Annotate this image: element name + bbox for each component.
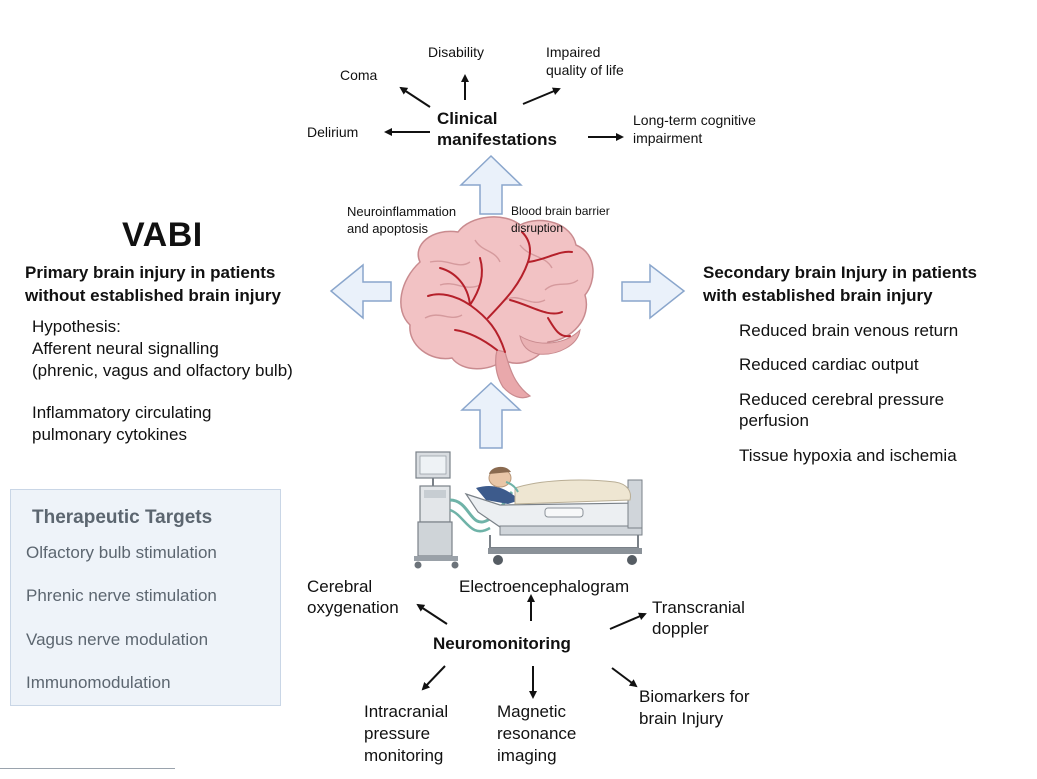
- arrow-to-tcd: [609, 612, 647, 630]
- patient-icon: [476, 466, 631, 505]
- bbb-disruption-label: Blood brain barrier disruption: [511, 204, 610, 235]
- therapeutic-targets-title: Therapeutic Targets: [32, 507, 213, 528]
- arrow-to-biomarkers: [611, 667, 638, 688]
- block-arrow-up-to-brain: [460, 381, 522, 449]
- delirium-label: Delirium: [307, 124, 359, 140]
- vabi-title: VABI: [122, 216, 203, 254]
- long-term-cognitive-label: Long-term cognitive impairment: [633, 112, 756, 146]
- secondary-item: Reduced cerebral pressure perfusion: [739, 390, 945, 430]
- ventilator-icon: [414, 451, 514, 569]
- mri-label: Magnetic resonance imaging: [497, 702, 577, 765]
- hypothesis-text: Hypothesis: Afferent neural signalling (…: [32, 317, 293, 380]
- hospital-bed-icon: [464, 479, 643, 565]
- therapeutic-item: Immunomodulation: [26, 673, 171, 692]
- cerebral-oxygenation-label: Cerebral oxygenation: [307, 577, 399, 617]
- block-arrows: [329, 154, 686, 449]
- block-arrow-left-primary: [329, 263, 392, 320]
- secondary-item: Tissue hypoxia and ischemia: [739, 446, 957, 465]
- arrow-to-coma: [399, 86, 431, 108]
- clinical-arrows: [384, 74, 624, 141]
- primary-injury-heading: Primary brain injury in patients without…: [25, 263, 281, 305]
- arrow-to-icp: [421, 665, 446, 691]
- divider-line: [0, 768, 175, 769]
- transcranial-doppler-label: Transcranial doppler: [652, 598, 745, 638]
- arrow-to-quality-of-life: [522, 87, 561, 105]
- therapeutic-item: Vagus nerve modulation: [26, 630, 209, 649]
- clinical-manifestations-heading: Clinical manifestations: [437, 109, 557, 149]
- block-arrow-up-to-clinical: [459, 154, 523, 215]
- icp-monitoring-label: Intracranial pressure monitoring: [364, 702, 449, 765]
- secondary-item: Reduced brain venous return: [739, 321, 959, 340]
- coma-label: Coma: [340, 67, 378, 83]
- arrow-to-oxygenation: [416, 603, 448, 625]
- brain-illustration: [400, 216, 594, 399]
- inflammatory-cytokines-text: Inflammatory circulating pulmonary cytok…: [32, 403, 212, 444]
- therapeutic-targets-box: [10, 489, 281, 706]
- disability-label: Disability: [428, 44, 485, 60]
- block-arrow-right-secondary: [621, 263, 686, 320]
- impaired-quality-of-life-label: Impaired quality of life: [546, 44, 624, 78]
- therapeutic-item: Olfactory bulb stimulation: [26, 543, 217, 562]
- neuromonitoring-heading: Neuromonitoring: [433, 634, 571, 653]
- secondary-item: Reduced cardiac output: [739, 355, 919, 374]
- neuromonitoring-arrows: [416, 594, 647, 699]
- neuroinflammation-label: Neuroinflammation and apoptosis: [347, 204, 457, 236]
- secondary-injury-heading: Secondary brain Injury in patients with …: [703, 263, 977, 305]
- electroencephalogram-label: Electroencephalogram: [459, 577, 630, 596]
- biomarkers-label: Biomarkers for brain Injury: [639, 687, 750, 728]
- therapeutic-item: Phrenic nerve stimulation: [26, 586, 217, 605]
